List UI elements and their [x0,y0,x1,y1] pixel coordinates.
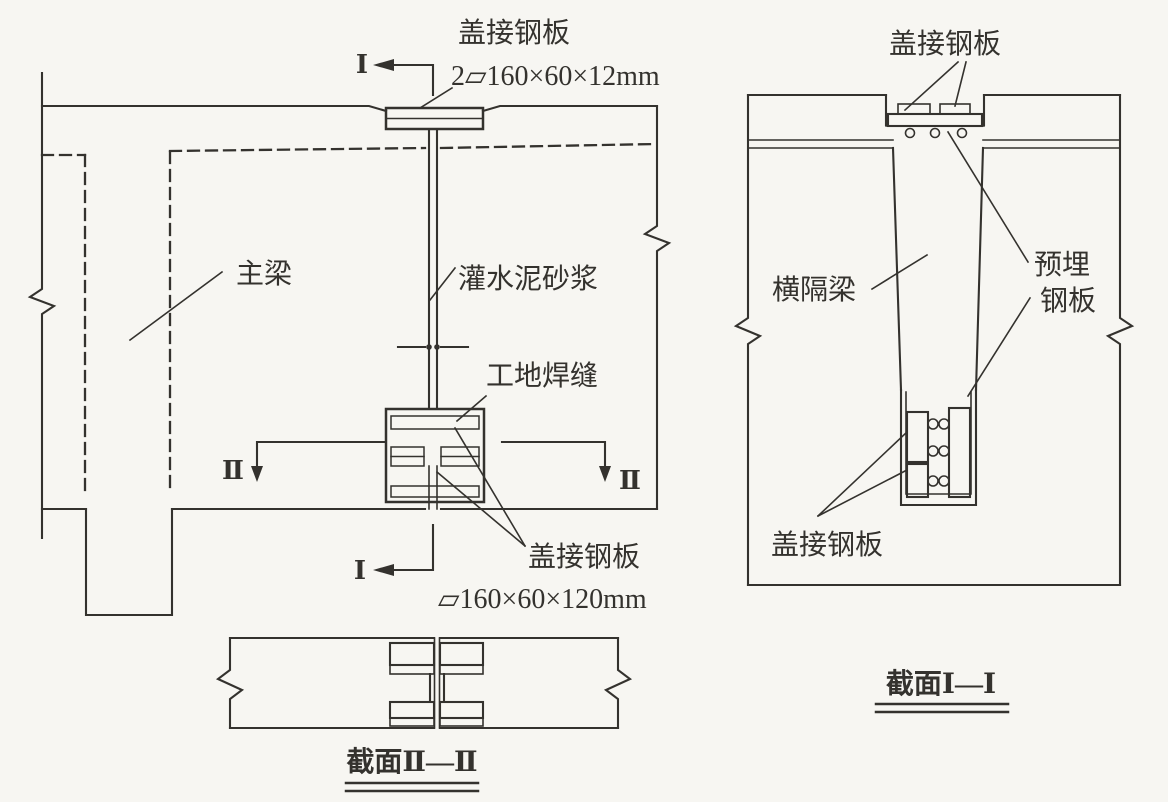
embedded-plate-left-upper [905,410,930,464]
stud-icon [927,445,939,457]
splice-plate-label: 盖接钢板 [528,541,640,573]
hidden-beam-outline-dashed [40,142,658,495]
splice-plates-plan [388,641,485,727]
top-cover-plate [384,106,485,131]
right-edge-with-break [642,104,672,511]
title-double-underline [874,702,1010,714]
section-i-view: 盖接钢板 横隔梁 预埋 钢板 盖接钢板 截面Ⅰ—Ⅰ [733,28,1135,714]
section-marker-ii-left: Ⅱ [222,440,387,485]
web-plan-lines [428,672,446,704]
right-edge-with-break [1105,93,1135,587]
title-double-underline [344,781,480,793]
splice-assembly [384,407,486,510]
cover-plate-top-label: 盖接钢板 [889,28,1001,60]
leader-diaphragm [870,253,929,291]
cover-plate-bottom-label: 盖接钢板 [771,529,883,561]
section-ii-title: 截面Ⅱ—Ⅱ [346,746,477,778]
leader-cover-plate-bottom-1 [816,430,909,518]
leader-splice-plate-2 [453,426,527,548]
stud-icon [938,445,950,457]
section-arrow-left-icon [373,564,394,576]
left-edge-with-break [733,93,763,587]
break-symbol-right [603,636,633,730]
elevation-view: Ⅱ Ⅱ Ⅰ Ⅰ 盖接钢板 2▱160×60×12mm 主梁 灌水 [27,17,672,617]
leader-top-cover-plate [418,86,454,110]
slab-soffit-lines [747,139,1121,149]
left-edge-with-break [27,71,57,540]
cover-plate-small-left [897,103,931,115]
section-i-title: 截面Ⅰ—Ⅰ [886,668,996,700]
section-marker-i-label: Ⅰ [354,556,366,585]
splice-joint-gap [428,465,438,510]
embedded-plate-label-line1: 预埋 [1034,250,1090,281]
leader-splice-plate-1 [435,470,527,548]
section-marker-i-top: Ⅰ [356,50,435,97]
stud-icon [927,418,939,430]
section-marker-i-label: Ⅰ [356,50,368,79]
bottom-pocket [899,388,978,507]
leader-mortar [428,266,457,302]
leader-site-weld [455,394,488,423]
joint-gap-lines [433,637,441,729]
main-beam-label: 主梁 [236,258,292,290]
stud-icon [956,127,968,139]
break-symbol-left [215,636,245,730]
section-arrow-down-icon [599,466,611,482]
section-arrow-down-icon [251,466,263,482]
leader-embedded-down [966,296,1032,398]
top-embedded-plate-assembly [884,93,986,139]
leader-embedded-up [946,130,1030,264]
embedded-plate-right [947,406,972,499]
leader-cover-plate-top-2 [954,61,967,107]
embedded-plate-left-lower [905,462,930,499]
embedded-plate-label-line2: 钢板 [1040,285,1096,317]
section-ii-view: 截面Ⅱ—Ⅱ [215,636,633,793]
leader-cover-plate-bottom-2 [816,468,909,518]
stud-icon [927,475,939,487]
cover-plate-top-label: 盖接钢板 [458,17,570,49]
section-marker-ii-right: Ⅱ [500,440,641,495]
leader-main-beam [128,270,224,342]
section-marker-i-bottom: Ⅰ [354,523,435,585]
main-beam-rib [84,507,174,617]
splice-cover-band-bottom [390,485,480,498]
diaphragm-side-lines [891,146,985,392]
cover-plate-top-dimension: 2▱160×60×12mm [451,61,660,92]
splice-cover-band-top [390,415,480,430]
stud-icon [938,418,950,430]
embedded-plate-top [886,112,984,128]
web-centerline-ticks [396,344,470,350]
diaphragm-label: 横隔梁 [772,274,856,306]
top-slab-line [40,104,659,113]
section-marker-ii-label: Ⅱ [222,456,244,485]
site-weld-label: 工地焊缝 [486,360,598,392]
joint-web-lines [427,127,439,411]
section-marker-ii-label: Ⅱ [619,466,641,495]
section-arrow-left-icon [373,59,394,71]
stud-icon [904,127,916,139]
leader-cover-plate-top-1 [903,60,960,112]
stud-icon [929,127,941,139]
mortar-label: 灌水泥砂浆 [458,263,598,295]
stud-icon [938,475,950,487]
splice-plate-dimension: ▱160×60×120mm [438,584,647,615]
